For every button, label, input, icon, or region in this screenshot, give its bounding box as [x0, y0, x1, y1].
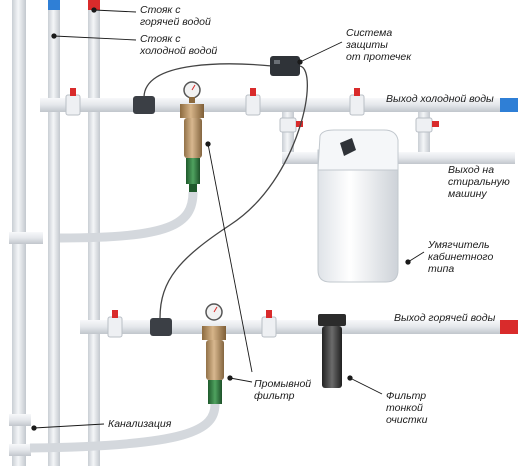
softener-cabinet — [317, 129, 399, 283]
hot-out-label: Выход горячей воды — [394, 312, 496, 324]
hot-out-tip — [500, 320, 518, 334]
leak-valve-hot — [150, 318, 172, 336]
valve — [107, 310, 123, 338]
leak-system-label: Система защиты от протечек — [345, 27, 412, 63]
hot-riser-label: Стояк с горячей водой — [140, 4, 211, 28]
softener-display — [340, 138, 356, 156]
leak-valve — [133, 96, 155, 114]
softener-in — [282, 152, 322, 164]
cold-line — [40, 88, 518, 164]
cold-riser-label: Стояк с холодной водой — [139, 33, 217, 57]
valve — [245, 88, 261, 116]
washer-out-label: Выход на стиральную машину — [448, 164, 513, 200]
cold-pipe — [40, 98, 514, 112]
sewer-branch-2 — [9, 414, 31, 426]
leak-protection — [143, 56, 308, 319]
valve — [65, 88, 81, 116]
sewer-branch-1 — [9, 232, 43, 244]
flush-filter-label: Промывной фильтр — [254, 378, 314, 402]
hot-riser-top — [88, 0, 100, 10]
softener-label: Умягчитель кабинетного типа — [427, 239, 496, 275]
hot-pipe — [80, 320, 516, 334]
valve — [415, 117, 439, 133]
cold-riser — [48, 0, 60, 466]
sewer-label: Канализация — [108, 418, 172, 430]
cold-out-tip — [500, 98, 518, 112]
fine-filter-label: Фильтр тонкой очистки — [386, 390, 429, 426]
washer-pipe — [395, 152, 515, 164]
sewer-branch-3 — [9, 444, 31, 456]
valve — [279, 117, 303, 133]
flush-filter-top — [59, 81, 204, 243]
cold-out-label: Выход холодной воды — [386, 93, 494, 105]
leak-controller — [270, 56, 300, 76]
valve — [261, 310, 277, 338]
valve — [349, 88, 365, 116]
hot-line — [80, 310, 518, 338]
leader-lines — [31, 7, 425, 431]
cold-riser-top — [48, 0, 60, 10]
flush-filter-bottom — [29, 303, 226, 453]
risers — [9, 0, 100, 466]
fine-filter — [318, 314, 346, 388]
